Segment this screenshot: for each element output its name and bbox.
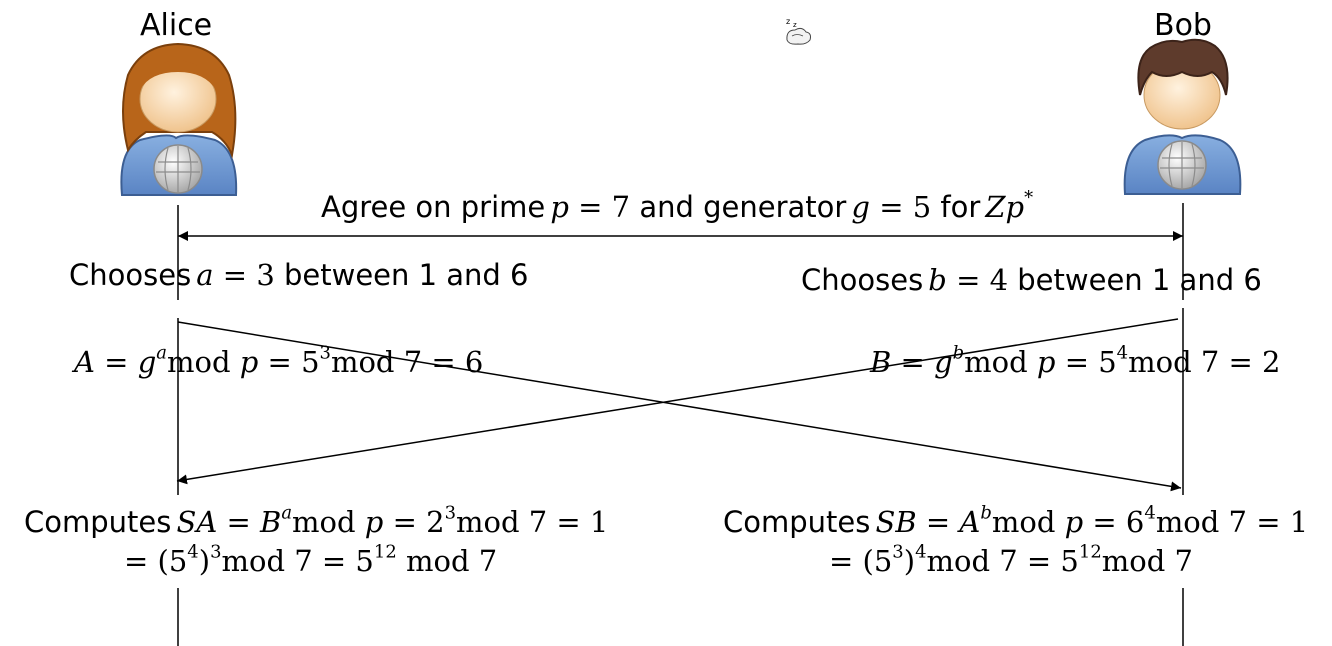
female-user-avatar-icon: [120, 42, 238, 196]
bob-choice-label: Chooses b = 4 between 1 and 6: [801, 263, 1262, 297]
alice-choice-label: Chooses a = 3 between 1 and 6: [69, 258, 529, 292]
bob-public-value: B = gbmod p = 54mod 7 = 2: [870, 342, 1281, 379]
bob-compute-line2: = (53)4mod 7 = 512mod 7: [829, 541, 1193, 578]
alice-compute-line1: Computes SA = Bamod p = 23mod 7 = 1: [24, 502, 609, 539]
alice-to-bob-arrow: [177, 321, 1182, 492]
wikipedia-globe-icon: [1157, 140, 1207, 190]
alice-name: Alice: [140, 8, 213, 43]
bob-to-alice-arrow: [176, 318, 1179, 485]
wikipedia-globe-icon: [153, 144, 203, 194]
sleeping-icon: z z: [786, 17, 811, 45]
svg-text:z: z: [793, 21, 797, 29]
alice-public-value: A = gamod p = 53mod 7 = 6: [74, 342, 484, 379]
svg-text:z: z: [786, 17, 790, 26]
bob-compute-line1: Computes SB = Abmod p = 64mod 7 = 1: [723, 502, 1309, 539]
male-user-avatar-icon: [1123, 38, 1242, 195]
agreement-label: Agree on prime p = 7 and generator g = 5…: [321, 187, 1034, 224]
bob-name: Bob: [1154, 8, 1212, 43]
alice-compute-line2: = (54)3mod 7 = 512 mod 7: [124, 541, 498, 578]
